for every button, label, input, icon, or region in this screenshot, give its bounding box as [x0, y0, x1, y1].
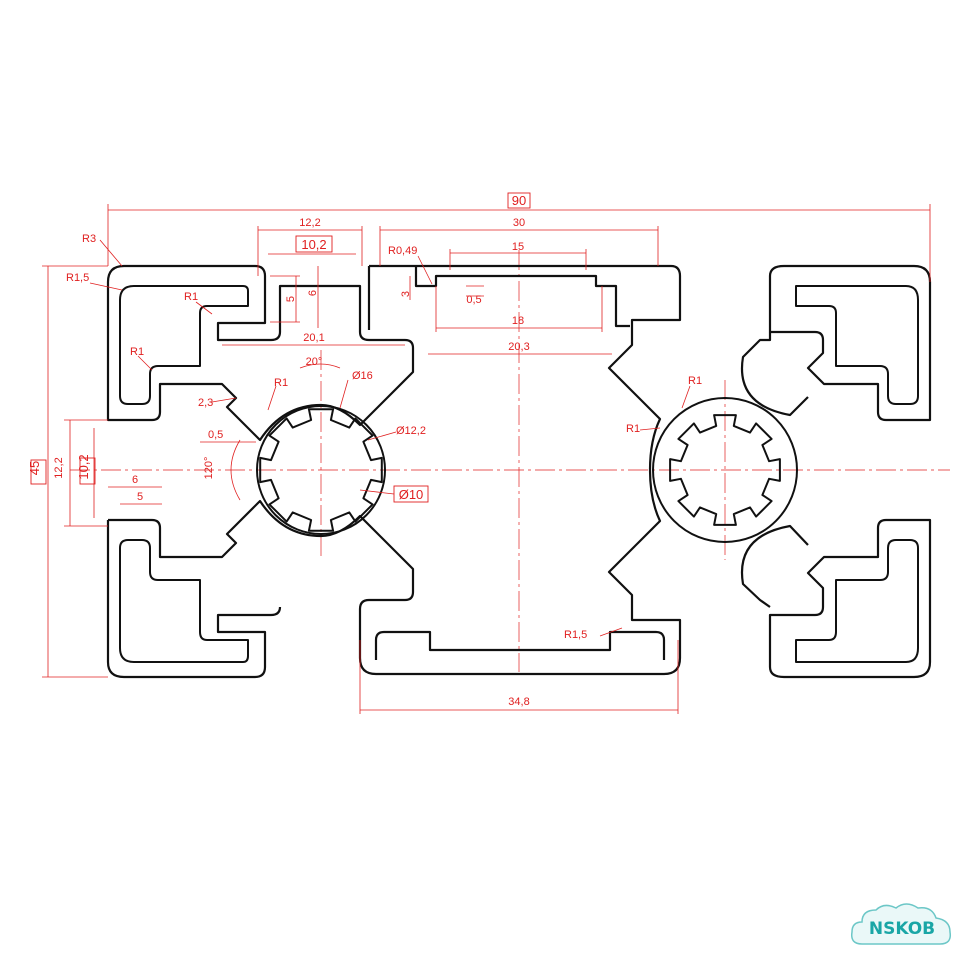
right-splined-bore	[669, 414, 781, 526]
dim-6-top: 6	[307, 290, 319, 296]
dim-r0-49: R0,49	[388, 245, 417, 257]
dim-r1-right-a: R1	[688, 375, 702, 387]
box-90	[507, 192, 531, 209]
dim-r1-5-br: R1,5	[564, 629, 587, 641]
box-45	[30, 459, 47, 485]
dim-2-3: 2,3	[198, 397, 213, 409]
dim-6-left: 6	[132, 474, 138, 486]
nskob-logo: NSKOB	[850, 903, 952, 945]
box-10-2-side	[79, 457, 96, 485]
dim-dia10: Ø10	[399, 487, 424, 502]
dim-r1-5-tl: R1,5	[66, 272, 89, 284]
angle-120: 120°	[203, 457, 215, 480]
dim-18: 18	[512, 315, 524, 327]
box-dia10	[393, 485, 429, 503]
dim-30: 30	[513, 217, 525, 229]
box-10-2-top	[295, 235, 333, 253]
dim-dia12-2: Ø12,2	[396, 425, 426, 437]
dim-r1-a: R1	[184, 291, 198, 303]
dim-r1-b: R1	[130, 346, 144, 358]
cloud-icon	[850, 903, 952, 945]
angle-20: 20°	[306, 356, 323, 368]
dim-r1-c: R1	[274, 377, 288, 389]
dim-20-3: 20,3	[508, 341, 529, 353]
dim-r1-right-b: R1	[626, 423, 640, 435]
dim-12-2-side: 12,2	[53, 457, 65, 478]
dimension-labels: 90 30 15 18 20,3 20,1 12,2 10,2 5 6 3 0,…	[27, 193, 702, 708]
dim-45: 45	[27, 461, 42, 475]
dim-dia16: Ø16	[352, 370, 373, 382]
bore-right-spline	[669, 414, 781, 526]
left-splined-bore	[259, 408, 383, 532]
bore-left-spline	[259, 408, 383, 532]
dim-34-8: 34,8	[508, 696, 529, 708]
dim-5-left: 5	[137, 491, 143, 503]
dim-20-1: 20,1	[303, 332, 324, 344]
profile-outer-contour	[106, 264, 932, 679]
dim-0-5-left: 0,5	[208, 429, 223, 441]
dim-5-top: 5	[285, 296, 297, 302]
dim-90: 90	[512, 193, 526, 208]
profile-inner-contour	[119, 285, 919, 663]
dimension-lines	[42, 204, 931, 714]
logo-text: NSKOB	[869, 919, 935, 939]
dim-0-5-top: 0,5	[466, 294, 481, 306]
dim-15: 15	[512, 241, 524, 253]
dim-3: 3	[400, 291, 412, 297]
dim-10-2-side: 10,2	[76, 454, 91, 479]
dim-r3: R3	[82, 233, 96, 245]
dim-10-2-top: 10,2	[301, 237, 326, 252]
dim-12-2-top: 12,2	[299, 217, 320, 229]
